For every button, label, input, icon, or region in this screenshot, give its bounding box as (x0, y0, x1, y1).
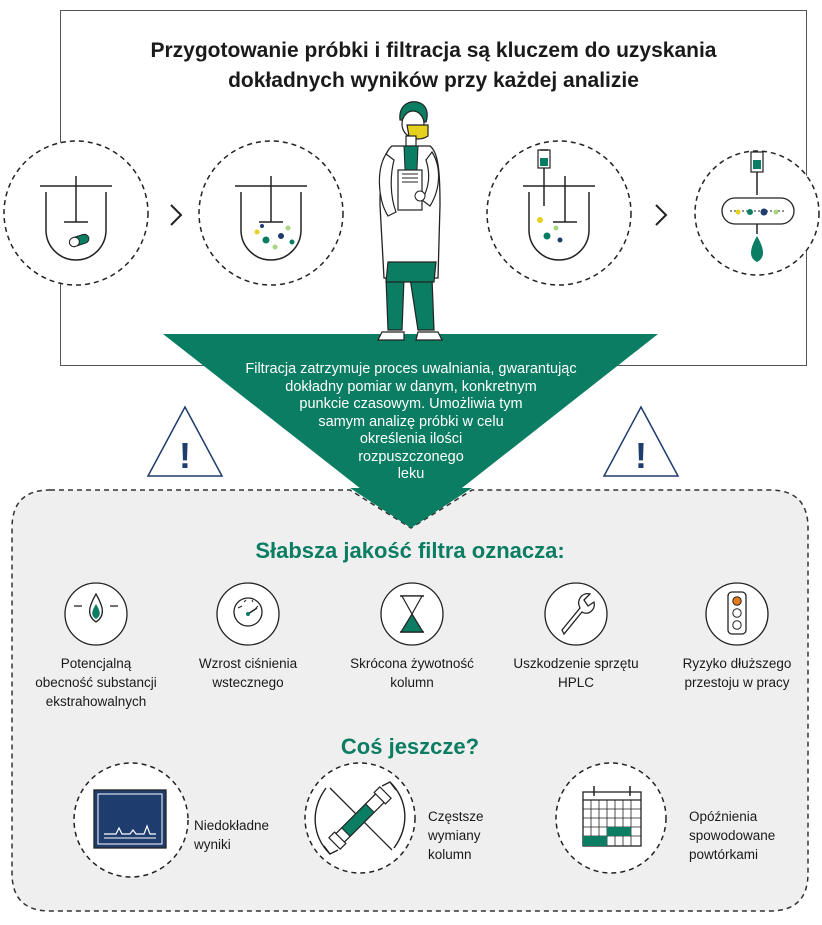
traffic-light-icon (705, 582, 769, 646)
risks-heading: Słabsza jakość filtra oznacza: (255, 538, 565, 563)
title-line-2: dokładnych wyników przy każdej analizie (228, 69, 639, 92)
scientist-figure (377, 101, 443, 341)
process-illustration: ! ! (3, 101, 820, 520)
column-replace-icon (304, 762, 416, 874)
step-2-vessel-dissolving (198, 140, 344, 286)
chevron-right-icon (170, 204, 183, 226)
description-line: dokładny pomiar w danym, konkretnym (285, 378, 537, 395)
description-line: rozpuszczonego (358, 448, 464, 465)
description-line: leku (397, 466, 425, 482)
description-line: samym analizę próbki w celu (318, 413, 504, 430)
warning-mark-right: ! (635, 435, 647, 476)
risk-label-hplc-damage: Uszkodzenie sprzętu HPLC (513, 656, 639, 690)
more-heading: Coś jeszcze? (340, 734, 480, 759)
pressure-gauge-icon (216, 582, 280, 646)
chevron-right-icon (655, 204, 668, 226)
consequences-panel (11, 488, 809, 912)
risk-label-backpressure: Wzrost ciśnienia wstecznego (198, 656, 298, 690)
warning-mark-left: ! (179, 435, 191, 476)
more-label-delays: Opóźnienia spowodowane powtórkami (689, 809, 776, 862)
filtration-description: Filtracja zatrzymuje proces uwalniania, … (210, 361, 612, 484)
droplet-icon (64, 582, 128, 646)
description-line: określenia ilości (359, 431, 463, 447)
filtration-triangle (163, 334, 658, 520)
risk-label-column-life: Skrócona żywotność kolumn (350, 656, 474, 690)
chromatogram-icon (73, 762, 189, 878)
risk-label-downtime: Ryzyko dłuższego przestoju w pracy (682, 656, 792, 690)
description-line: punkcie czasowym. Umożliwia tym (299, 396, 523, 412)
hourglass-icon (380, 582, 444, 646)
warning-icon-right (602, 405, 680, 477)
step-3-sampling (486, 140, 632, 286)
risk-label-extractables: Potencjalną obecność substancji ekstraho… (35, 656, 157, 709)
warning-icon-left (146, 405, 224, 477)
description-line: Filtracja zatrzymuje proces uwalniania, … (245, 361, 577, 377)
step-1-vessel-tablet (3, 140, 149, 286)
page-title: Przygotowanie próbki i filtracja są kluc… (60, 36, 807, 96)
calendar-icon (555, 762, 667, 874)
title-line-1: Przygotowanie próbki i filtracja są kluc… (150, 39, 717, 62)
more-label-inaccurate-results: Niedokładne wyniki (194, 818, 270, 852)
step-4-filter (694, 150, 820, 276)
wrench-icon (544, 582, 608, 646)
more-label-column-replacement: Częstsze wymiany kolumn (428, 809, 484, 862)
